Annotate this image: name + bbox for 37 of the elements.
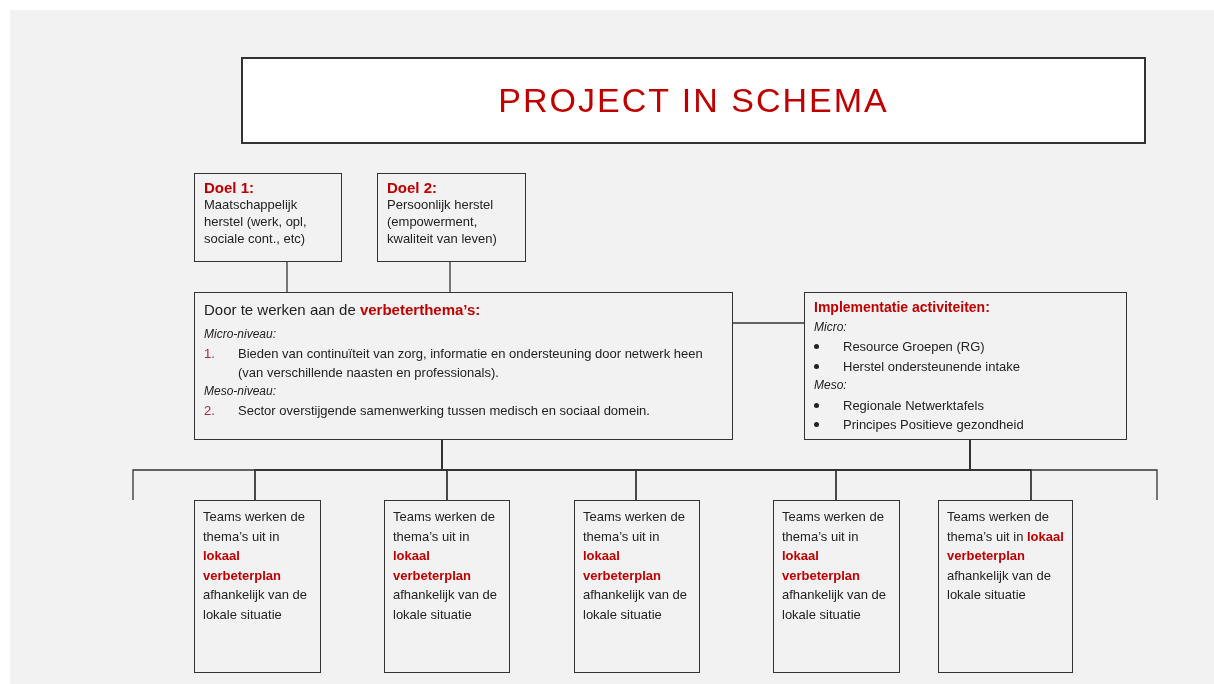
list-item: Principes Positieve gezondheid [843, 416, 1024, 434]
box-heading: Door te werken aan de verbeterthema’s: [204, 300, 482, 319]
team-box [938, 500, 1073, 673]
list-number: 1. [204, 345, 216, 363]
team-box [384, 500, 510, 673]
team-description: Teams werken de thema’s uit in lokaal verbeterplan afhankelijk van de lokale situatie [782, 508, 888, 624]
team-description: Teams werken de thema’s uit in lokaal verbeterplan afhankelijk van de lokale situatie [583, 508, 689, 624]
team-box [194, 500, 321, 673]
box-heading: Implementatie activiteiten: [814, 298, 991, 317]
team-description: Teams werken de thema’s uit in lokaal verbeterplan afhankelijk van de lokale situatie [947, 508, 1064, 604]
list-item: Sector overstijgende samenwerking tussen medisch en sociaal domein. [238, 402, 650, 420]
text-box [804, 292, 1127, 440]
level-label: Meso: [814, 377, 848, 394]
goal-heading: Doel 1: [204, 179, 255, 196]
list-item: Resource Groepen (RG) [843, 338, 985, 356]
list-number: 2. [204, 402, 216, 420]
level-label: Meso-niveau: [204, 383, 278, 400]
team-description: Teams werken de thema’s uit in lokaal verbeterplan afhankelijk van de lokale situatie [393, 508, 499, 624]
goal-description: Maatschappelijk herstel (werk, opl, sociale cont., etc) [204, 196, 308, 247]
list-item: Regionale Netwerktafels [843, 396, 984, 415]
list-item: Bieden van continuïteit van zorg, informatie en ondersteuning door netwerk heen (van verschillende naasten en professionals). [238, 345, 704, 382]
connector-line [286, 261, 288, 293]
team-box [773, 500, 900, 673]
connector-line [449, 261, 451, 293]
level-label: Micro-niveau: [204, 326, 278, 343]
title-box [241, 57, 1146, 144]
text-box [194, 292, 733, 440]
connector-line [732, 322, 805, 324]
title-text: PROJECT IN SCHEMA [498, 80, 889, 121]
goal-box [194, 173, 342, 262]
list-item: Herstel ondersteunende intake [843, 357, 1021, 376]
goal-box [377, 173, 526, 262]
team-box [574, 500, 700, 673]
goal-description: Persoonlijk herstel (empowerment, kwaliteit van leven) [387, 196, 498, 247]
goal-heading: Doel 2: [387, 179, 438, 196]
level-label: Micro: [814, 318, 848, 336]
team-description: Teams werken de thema’s uit in lokaal verbeterplan afhankelijk van de lokale situatie [203, 508, 309, 624]
